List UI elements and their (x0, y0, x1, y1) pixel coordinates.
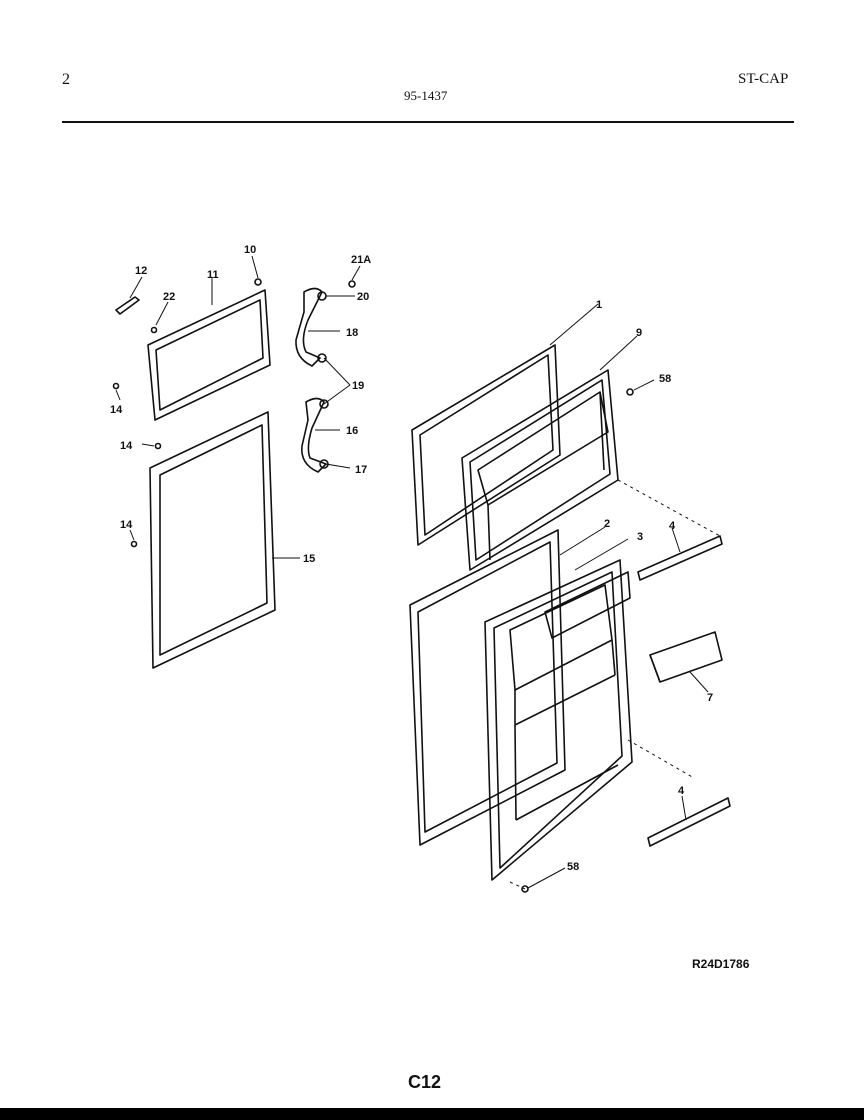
freezer-door-gasket (147, 289, 271, 421)
callout-18: 18 (346, 327, 358, 339)
diagram-reference-code: R24D1786 (692, 957, 750, 971)
callout-20: 20 (357, 291, 369, 303)
callout-14-lower: 14 (120, 519, 133, 531)
screw-parts (112, 278, 634, 893)
alignment-lines (509, 479, 721, 890)
header-model: ST-CAP (738, 71, 789, 87)
callout-4-upper: 4 (669, 520, 676, 532)
callout-labels: 12 11 10 22 14 14 14 15 21A 20 18 19 16 … (110, 244, 713, 873)
callout-2: 2 (604, 518, 610, 530)
callout-9: 9 (636, 327, 642, 339)
callout-17: 17 (355, 464, 367, 476)
callout-14-upper: 14 (110, 404, 123, 416)
fresh-food-door-liner (484, 559, 633, 881)
header-rule (62, 121, 794, 123)
header-doc-code: 95-1437 (404, 88, 448, 103)
fresh-food-door-panel (409, 529, 566, 846)
callout-1: 1 (596, 299, 602, 311)
dairy-compartment-door (649, 631, 723, 683)
upper-door-handle (295, 287, 327, 367)
leader-lines (115, 255, 709, 889)
callout-3: 3 (637, 531, 643, 543)
freezer-door-panel (411, 344, 561, 546)
callout-15: 15 (303, 553, 315, 565)
door-shelf-trim-lower (647, 797, 731, 847)
callout-12: 12 (135, 265, 147, 277)
callout-11: 11 (207, 269, 219, 281)
handle-trim-part (115, 296, 140, 315)
callout-58-lower: 58 (567, 861, 579, 873)
callout-16: 16 (346, 425, 358, 437)
door-shelf-trim-upper (637, 535, 723, 581)
callout-58-upper: 58 (659, 373, 671, 385)
fresh-food-door-gasket (149, 411, 276, 669)
header-page-number: 2 (62, 71, 70, 88)
lower-door-handle (301, 397, 329, 473)
callout-7: 7 (707, 692, 713, 704)
callout-19: 19 (352, 380, 364, 392)
callout-10: 10 (244, 244, 256, 256)
callout-21a: 21A (351, 254, 371, 266)
callout-22: 22 (163, 291, 175, 303)
callout-4-lower: 4 (678, 785, 685, 797)
page-label: C12 (408, 1072, 442, 1092)
callout-14-middle: 14 (120, 440, 133, 452)
scan-bottom-edge (0, 1108, 864, 1120)
